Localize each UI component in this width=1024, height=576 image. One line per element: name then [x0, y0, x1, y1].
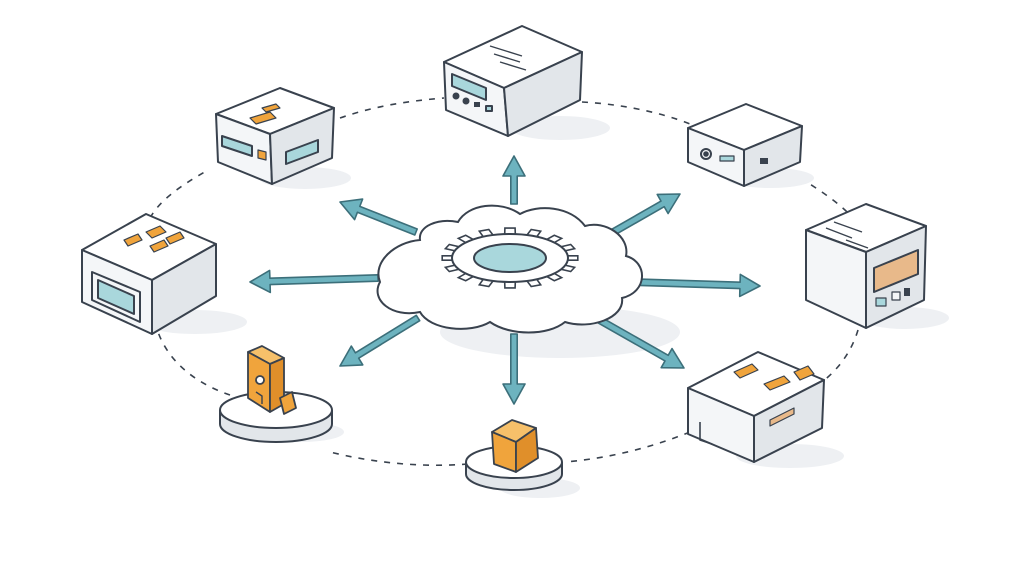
arrows-group	[249, 155, 761, 405]
device-icon	[247, 345, 297, 415]
gear-icon	[441, 227, 579, 289]
arrow-up-left	[339, 198, 419, 236]
arrow-down-left	[339, 314, 421, 367]
arrow-down	[502, 333, 526, 405]
arrow-up	[502, 155, 526, 205]
server-box-top-left	[215, 87, 335, 185]
arrow-down-right	[593, 314, 685, 369]
server-box-top	[443, 25, 583, 137]
arrow-up-right	[607, 193, 681, 238]
server-box-top-right	[687, 103, 803, 187]
arrow-left	[249, 269, 379, 294]
server-box-right	[805, 203, 927, 329]
server-box-bottom-right	[687, 351, 825, 463]
orange-cube-icon	[491, 419, 539, 473]
arrow-right	[629, 273, 761, 298]
server-box-left	[81, 213, 217, 335]
pedestal-bottom-left	[219, 391, 333, 443]
